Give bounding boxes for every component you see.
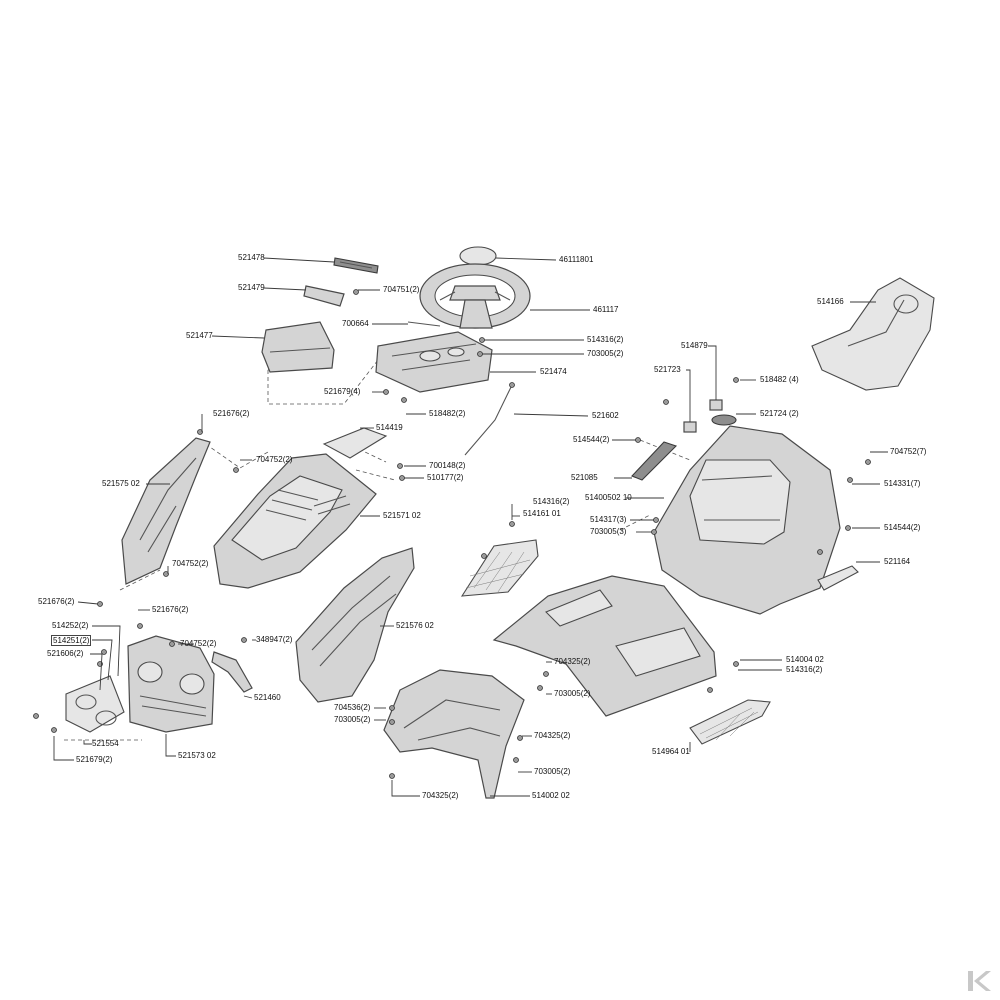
label-514316-body: 514316(2) <box>786 665 823 674</box>
part-700664-pin <box>407 321 441 327</box>
label-514544-right: 514544(2) <box>884 523 921 532</box>
label-521571-02: 521571 02 <box>383 511 421 520</box>
label-514419: 514419 <box>376 423 403 432</box>
leader-lines <box>53 257 888 797</box>
label-51400502-10: 51400502 10 <box>585 493 632 502</box>
part-514002-fender <box>383 669 525 799</box>
label-521602: 521602 <box>592 411 619 420</box>
label-514251: 514251(2) <box>51 635 92 646</box>
label-510177: 510177(2) <box>427 473 464 482</box>
label-521676-top: 521676(2) <box>213 409 250 418</box>
label-514252: 514252(2) <box>52 621 89 630</box>
label-521575-02: 521575 02 <box>102 479 140 488</box>
label-703005-3: 703005(3) <box>590 527 627 536</box>
label-521676-front: 521676(2) <box>152 605 189 614</box>
part-521164-bracket <box>817 565 859 591</box>
part-521724-plate <box>711 414 737 426</box>
label-521085: 521085 <box>571 473 598 482</box>
label-521723: 521723 <box>654 365 681 374</box>
label-703005-top: 703005(2) <box>587 349 624 358</box>
label-700148: 700148(2) <box>429 461 466 470</box>
label-521477: 521477 <box>186 331 213 340</box>
label-704325-body: 704325(2) <box>554 657 591 666</box>
label-521554: 521554 <box>92 739 119 748</box>
label-704752-7: 704752(7) <box>890 447 927 456</box>
part-514419-panel <box>322 427 388 459</box>
part-521571-hood <box>213 453 377 589</box>
part-521573-front-grille <box>127 635 215 733</box>
label-521479: 521479 <box>238 283 265 292</box>
part-514879-switch <box>709 399 723 411</box>
label-514879: 514879 <box>681 341 708 350</box>
part-521602-cable <box>464 382 515 456</box>
part-514004-body <box>492 575 717 717</box>
part-521479-bracket <box>303 285 345 307</box>
label-521460: 521460 <box>254 693 281 702</box>
label-521573-02: 521573 02 <box>178 751 216 760</box>
label-704536: 704536(2) <box>334 703 371 712</box>
part-461117-steering-wheel <box>419 263 531 329</box>
part-514161-footrest <box>460 539 539 597</box>
label-703005-fender: 703005(2) <box>334 715 371 724</box>
label-704325-fender: 704325(2) <box>534 731 571 740</box>
label-704752-front: 704752(2) <box>180 639 217 648</box>
label-514316-mid: 514316(2) <box>533 497 570 506</box>
k-monogram-logo-icon <box>968 971 991 991</box>
label-348947: 348947(2) <box>256 635 293 644</box>
part-521460-bracket <box>211 651 253 693</box>
part-521554-lights <box>65 675 125 733</box>
label-514002-02: 514002 02 <box>532 791 570 800</box>
part-514166-seat <box>811 277 935 391</box>
part-514964-footrest <box>689 699 771 745</box>
label-703005-fender-lower: 703005(2) <box>534 767 571 776</box>
label-518482-2: 518482(2) <box>429 409 466 418</box>
label-514317: 514317(3) <box>590 515 627 524</box>
part-521474-dashboard <box>375 331 493 393</box>
part-521085-handle <box>631 441 678 481</box>
label-704751: 704751(2) <box>383 285 420 294</box>
label-521606: 521606(2) <box>47 649 84 658</box>
label-514316-top: 514316(2) <box>587 335 624 344</box>
label-521679-2: 521679(2) <box>76 755 113 764</box>
label-514331: 514331(7) <box>884 479 921 488</box>
part-521477-cover <box>261 321 335 373</box>
label-514166: 514166 <box>817 297 844 306</box>
part-521576-side-panel <box>295 547 415 703</box>
label-521676-left: 521676(2) <box>38 597 75 606</box>
label-461117: 461117 <box>593 305 619 314</box>
label-521164: 521164 <box>884 557 911 566</box>
part-521575-side-panel <box>121 437 211 585</box>
part-46111801-cap <box>459 246 497 266</box>
part-521478-grille <box>333 257 379 274</box>
label-703005-body: 703005(2) <box>554 689 591 698</box>
label-514004-02: 514004 02 <box>786 655 824 664</box>
part-521723-switch <box>683 421 697 433</box>
label-518482-4: 518482 (4) <box>760 375 799 384</box>
label-704752-hood: 704752(2) <box>256 455 293 464</box>
label-514544-left: 514544(2) <box>573 435 610 444</box>
label-704752-side: 704752(2) <box>172 559 209 568</box>
label-514964-01: 514964 01 <box>652 747 690 756</box>
label-700664: 700664 <box>342 319 369 328</box>
label-521474: 521474 <box>540 367 567 376</box>
hardware-bolts <box>33 337 871 779</box>
label-521724: 521724 (2) <box>760 409 799 418</box>
label-514161-01: 514161 01 <box>523 509 561 518</box>
label-521478: 521478 <box>238 253 265 262</box>
part-51400502-rear-body <box>653 425 841 615</box>
label-521576-02: 521576 02 <box>396 621 434 630</box>
label-46111801: 46111801 <box>559 255 594 264</box>
label-521679-4: 521679(4) <box>324 387 361 396</box>
label-704325-bottom: 704325(2) <box>422 791 459 800</box>
